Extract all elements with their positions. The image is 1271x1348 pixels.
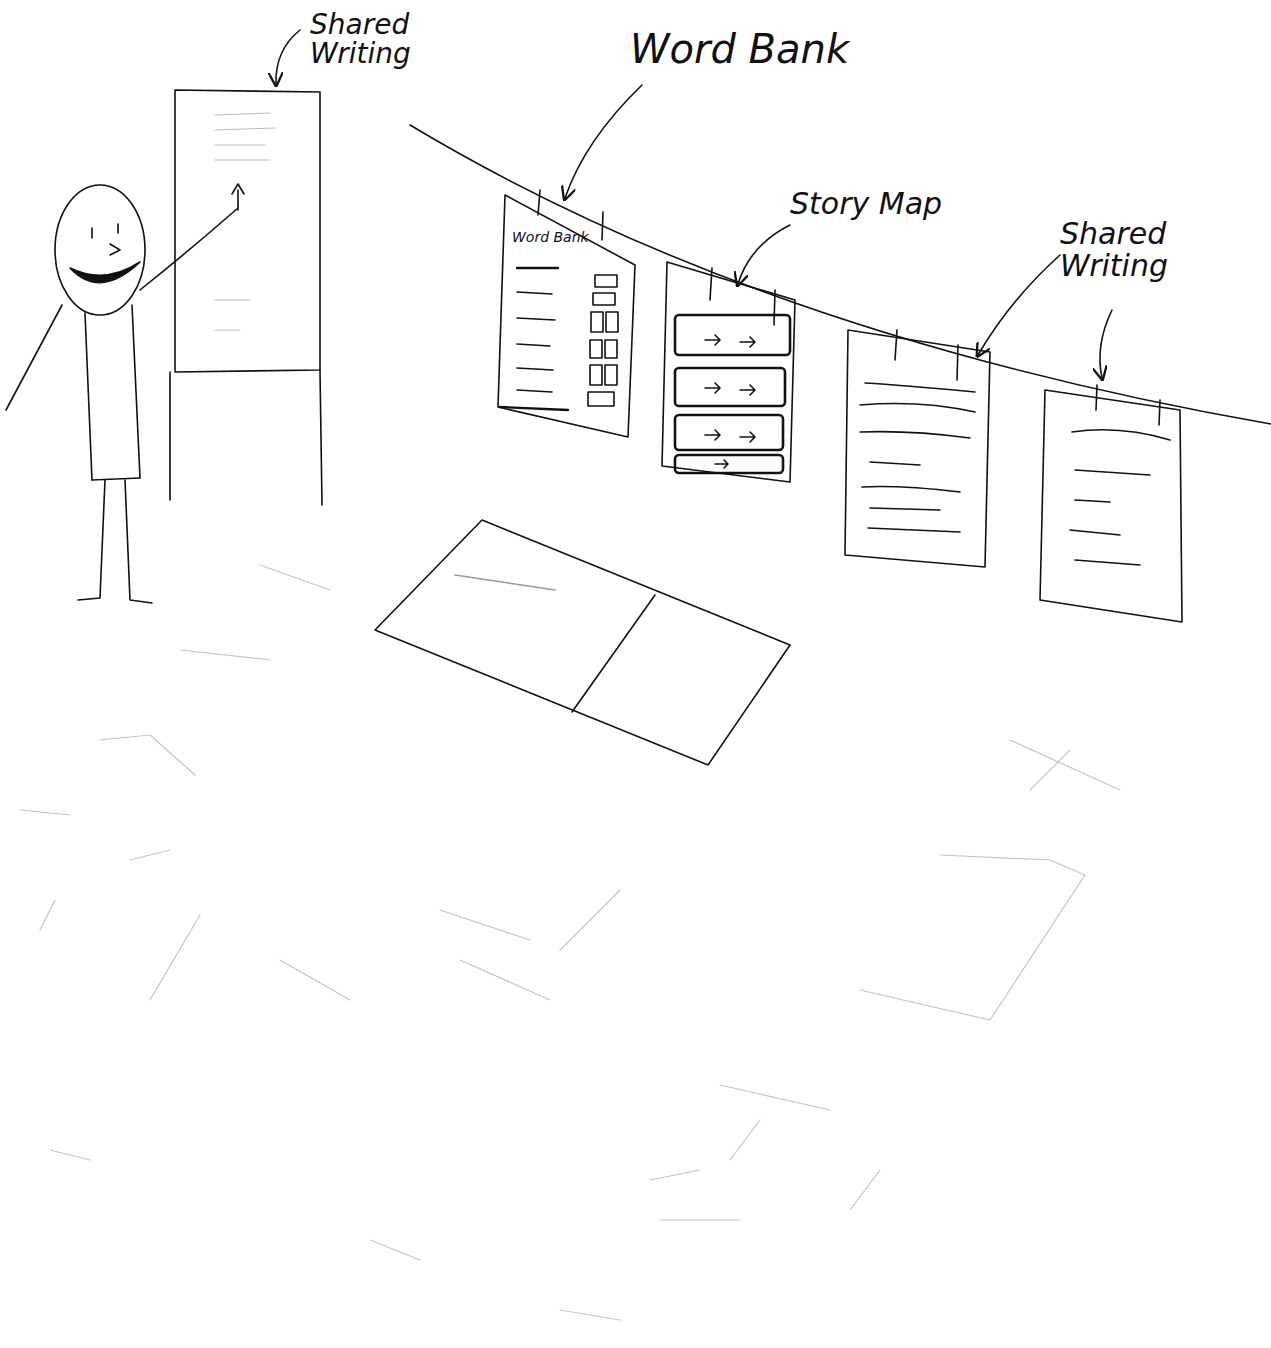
- leader-arrow: [276, 30, 300, 84]
- writing-board: [170, 90, 322, 505]
- callout-label: Shared Writing: [1060, 218, 1230, 281]
- word-bank-sheet: Word Bank: [498, 195, 635, 437]
- stick-figure: [6, 184, 244, 603]
- washing-line: [410, 125, 1271, 424]
- table: [375, 520, 790, 765]
- leader-arrow: [1100, 310, 1112, 378]
- shared-writing-sheet: [1040, 390, 1182, 622]
- callout-label: Word Bank: [630, 28, 930, 70]
- leader-arrow: [565, 85, 642, 198]
- story-map-sheet: [662, 262, 795, 482]
- faint-tables: [20, 565, 1120, 1320]
- shared-writing-sheet: [845, 330, 990, 567]
- leader-arrow: [978, 255, 1060, 355]
- word-bank-content: [500, 268, 618, 410]
- callout-label: Story Map: [790, 188, 1010, 220]
- leader-arrow: [738, 225, 790, 284]
- sheet-heading: Word Bank: [498, 195, 635, 245]
- callout-label: Shared Writing: [310, 10, 460, 69]
